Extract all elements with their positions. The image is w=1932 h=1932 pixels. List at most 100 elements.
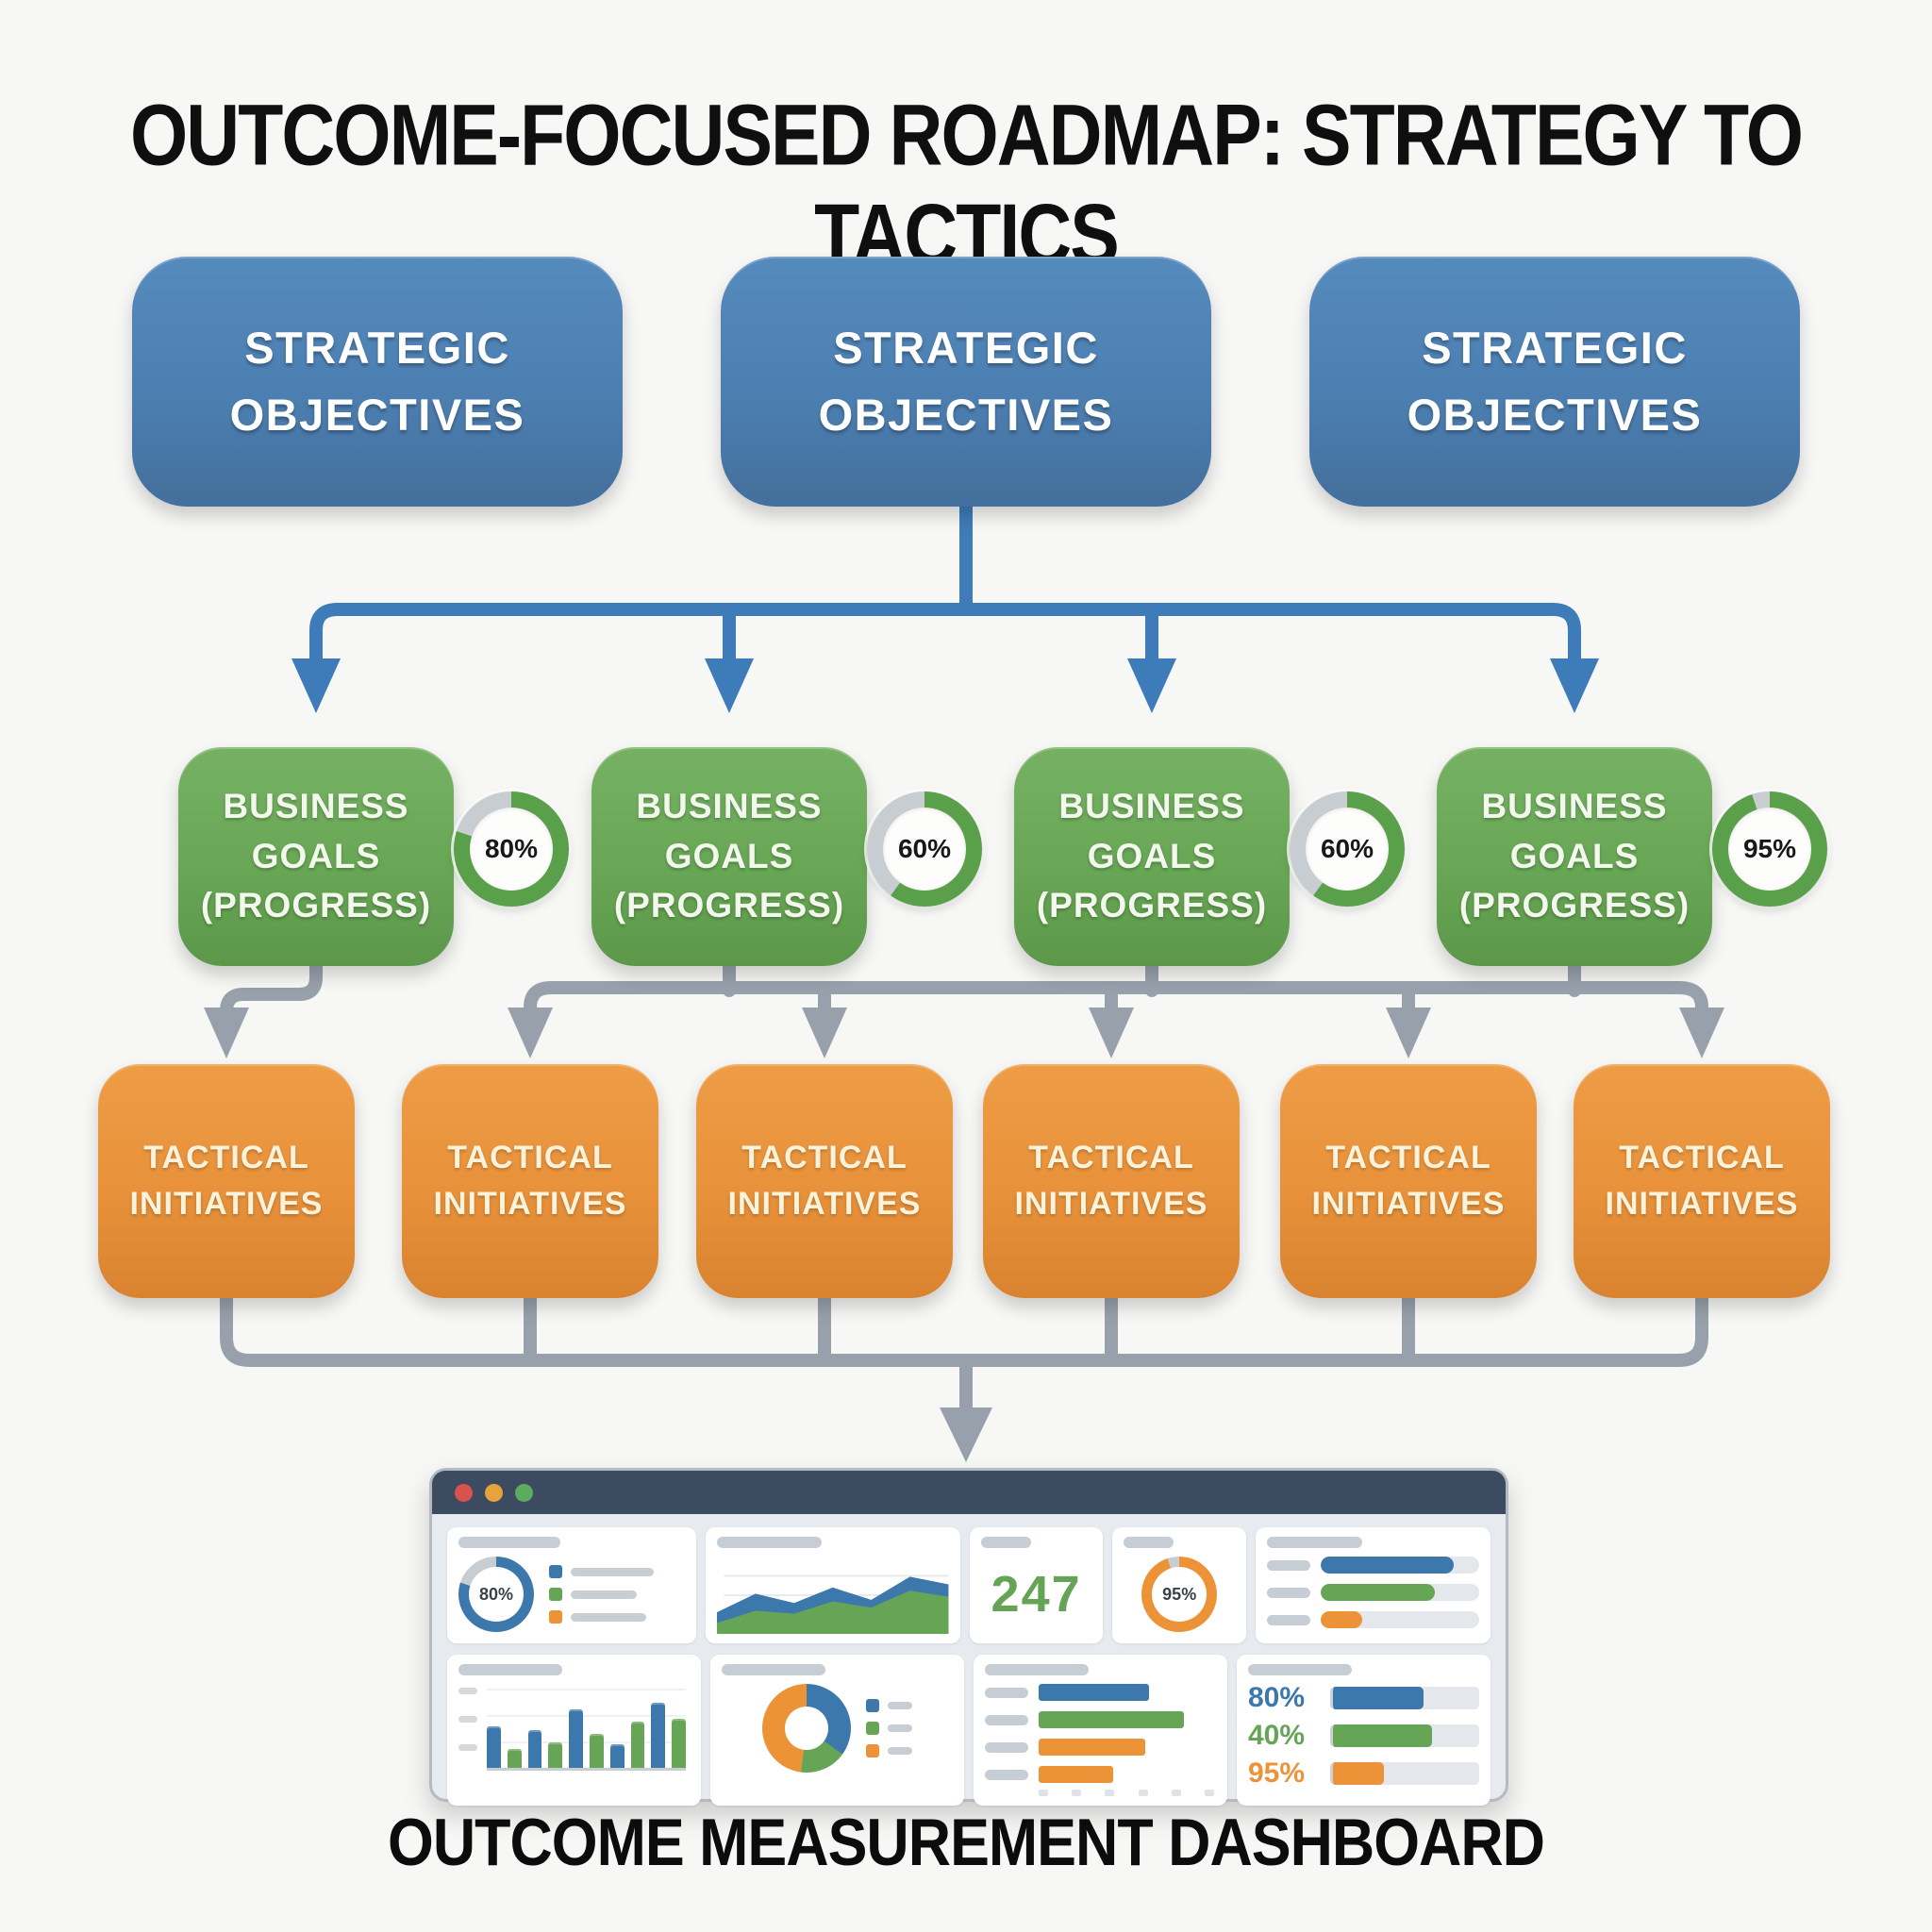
strategic-objectives-box: STRATEGIC OBJECTIVES xyxy=(132,257,623,507)
business-goals-label: GOALS xyxy=(1509,836,1640,875)
dashboard-card-bar-chart xyxy=(447,1655,701,1806)
kpi-list: 80%40%95% xyxy=(1248,1684,1479,1788)
tactical-initiatives-label: TACTICAL xyxy=(1619,1139,1785,1175)
card-title-placeholder xyxy=(1248,1664,1353,1675)
strategic-objectives-label: OBJECTIVES xyxy=(1407,389,1703,440)
tactical-initiatives-label: TACTICAL xyxy=(1325,1139,1491,1175)
blue-connector-arrows xyxy=(309,500,1581,667)
business-goals-label: GOALS xyxy=(1087,836,1217,875)
progress-donut: 60% xyxy=(867,791,982,907)
business-goals-box: BUSINESS GOALS (PROGRESS) xyxy=(178,747,454,966)
dashboard-card-progress-bars xyxy=(1256,1527,1491,1643)
tactical-initiatives-label: TACTICAL xyxy=(1028,1139,1194,1175)
card-title-placeholder xyxy=(458,1664,563,1675)
tactical-initiatives-box: TACTICAL INITIATIVES xyxy=(1574,1064,1830,1298)
strategic-objectives-box: STRATEGIC OBJECTIVES xyxy=(1309,257,1800,507)
progress-percent: 80% xyxy=(484,834,539,863)
dashboard-card-kpi-list: 80%40%95% xyxy=(1237,1655,1491,1806)
window-minimize-icon xyxy=(485,1483,503,1502)
business-goals-label: (PROGRESS) xyxy=(1036,886,1268,925)
tactical-initiatives-label: TACTICAL xyxy=(447,1139,613,1175)
bar-chart xyxy=(458,1684,690,1771)
dashboard-donut-80: 80% xyxy=(458,1557,534,1632)
dashboard-body: 80% 247 95% xyxy=(432,1514,1506,1806)
business-goals-box: BUSINESS GOALS (PROGRESS) xyxy=(591,747,867,966)
area-chart xyxy=(717,1557,949,1634)
business-goals-label: (PROGRESS) xyxy=(1458,886,1690,925)
dashboard-card-donut-chart xyxy=(710,1655,964,1806)
dashboard-window-titlebar xyxy=(432,1471,1506,1514)
tactical-initiatives-label: INITIATIVES xyxy=(1311,1186,1506,1222)
dashboard-card-donut-kpi: 80% xyxy=(447,1527,697,1643)
dashboard-donut-95-label: 95% xyxy=(1162,1584,1197,1604)
dashboard-caption: OUTCOME MEASUREMENT DASHBOARD xyxy=(388,1805,1545,1880)
business-goals-label: GOALS xyxy=(664,836,794,875)
y-axis-tick xyxy=(458,1744,477,1751)
tactical-initiatives-box: TACTICAL INITIATIVES xyxy=(983,1064,1240,1298)
dashboard-window: 80% 247 95% xyxy=(429,1468,1508,1806)
progress-percent: 95% xyxy=(1742,834,1797,863)
merge-connector xyxy=(220,1291,1708,1416)
progress-donut: 95% xyxy=(1712,791,1827,907)
hbar-chart xyxy=(985,1684,1216,1783)
tactical-initiatives-label: TACTICAL xyxy=(741,1139,908,1175)
dashboard-donut-95: 95% xyxy=(1141,1557,1218,1632)
tactical-initiatives-box: TACTICAL INITIATIVES xyxy=(98,1064,355,1298)
business-goals-label: BUSINESS xyxy=(1481,787,1668,826)
page-title: OUTCOME-FOCUSED ROADMAP: STRATEGY TO TAC… xyxy=(129,87,1804,283)
dashboard-card-donut-95: 95% xyxy=(1112,1527,1246,1643)
tactical-initiatives-label: INITIATIVES xyxy=(129,1186,324,1222)
tactical-initiatives-label: INITIATIVES xyxy=(1014,1186,1208,1222)
card-title-placeholder xyxy=(722,1664,826,1675)
card-title-placeholder xyxy=(458,1537,561,1548)
gray-arrowheads xyxy=(204,1008,1724,1058)
business-goals-label: BUSINESS xyxy=(1058,787,1245,826)
business-goals-box: BUSINESS GOALS (PROGRESS) xyxy=(1014,747,1290,966)
tactical-initiatives-box: TACTICAL INITIATIVES xyxy=(696,1064,953,1298)
card-title-placeholder xyxy=(985,1664,1090,1675)
card-title-placeholder xyxy=(1267,1537,1363,1548)
donut-chart-legend xyxy=(866,1699,912,1757)
dashboard-card-big-number: 247 xyxy=(969,1527,1104,1643)
tactical-initiatives-label: INITIATIVES xyxy=(433,1186,627,1222)
window-close-icon xyxy=(455,1483,473,1502)
tactical-initiatives-label: INITIATIVES xyxy=(1605,1186,1799,1222)
card-title-placeholder xyxy=(980,1537,1031,1548)
progress-bars xyxy=(1267,1557,1479,1628)
blue-arrowheads xyxy=(291,658,1599,713)
business-goals-label: GOALS xyxy=(251,836,381,875)
dashboard-card-area-chart xyxy=(706,1527,960,1643)
progress-donut: 80% xyxy=(454,791,569,907)
business-goals-box: BUSINESS GOALS (PROGRESS) xyxy=(1437,747,1712,966)
progress-percent: 60% xyxy=(1320,834,1374,863)
business-goals-label: BUSINESS xyxy=(636,787,823,826)
card-title-placeholder xyxy=(1124,1537,1174,1548)
dashboard-card-hbar-chart xyxy=(974,1655,1227,1806)
tactical-initiatives-box: TACTICAL INITIATIVES xyxy=(402,1064,658,1298)
business-goals-label: BUSINESS xyxy=(223,787,409,826)
strategic-objectives-label: STRATEGIC xyxy=(244,323,510,373)
dashboard-legend xyxy=(549,1565,654,1624)
progress-percent: 60% xyxy=(897,834,952,863)
strategic-objectives-label: STRATEGIC xyxy=(833,323,1099,373)
business-goals-label: (PROGRESS) xyxy=(613,886,845,925)
big-number-value: 247 xyxy=(991,1565,1082,1623)
gray-connector-arrows xyxy=(220,959,1708,1018)
tactical-initiatives-label: INITIATIVES xyxy=(727,1186,922,1222)
business-goals-label: (PROGRESS) xyxy=(200,886,432,925)
progress-donut: 60% xyxy=(1290,791,1405,907)
donut-chart xyxy=(762,1684,851,1773)
tactical-initiatives-box: TACTICAL INITIATIVES xyxy=(1280,1064,1537,1298)
card-title-placeholder xyxy=(717,1537,822,1548)
y-axis-tick xyxy=(458,1688,477,1694)
merge-arrowhead xyxy=(940,1407,992,1462)
window-maximize-icon xyxy=(515,1483,533,1502)
strategic-objectives-label: OBJECTIVES xyxy=(818,389,1114,440)
tactical-initiatives-label: TACTICAL xyxy=(143,1139,309,1175)
x-axis-ticks xyxy=(1039,1790,1214,1796)
y-axis-tick xyxy=(458,1716,477,1723)
strategic-objectives-label: OBJECTIVES xyxy=(229,389,525,440)
strategic-objectives-box: STRATEGIC OBJECTIVES xyxy=(721,257,1211,507)
dashboard-donut-80-label: 80% xyxy=(478,1584,514,1604)
